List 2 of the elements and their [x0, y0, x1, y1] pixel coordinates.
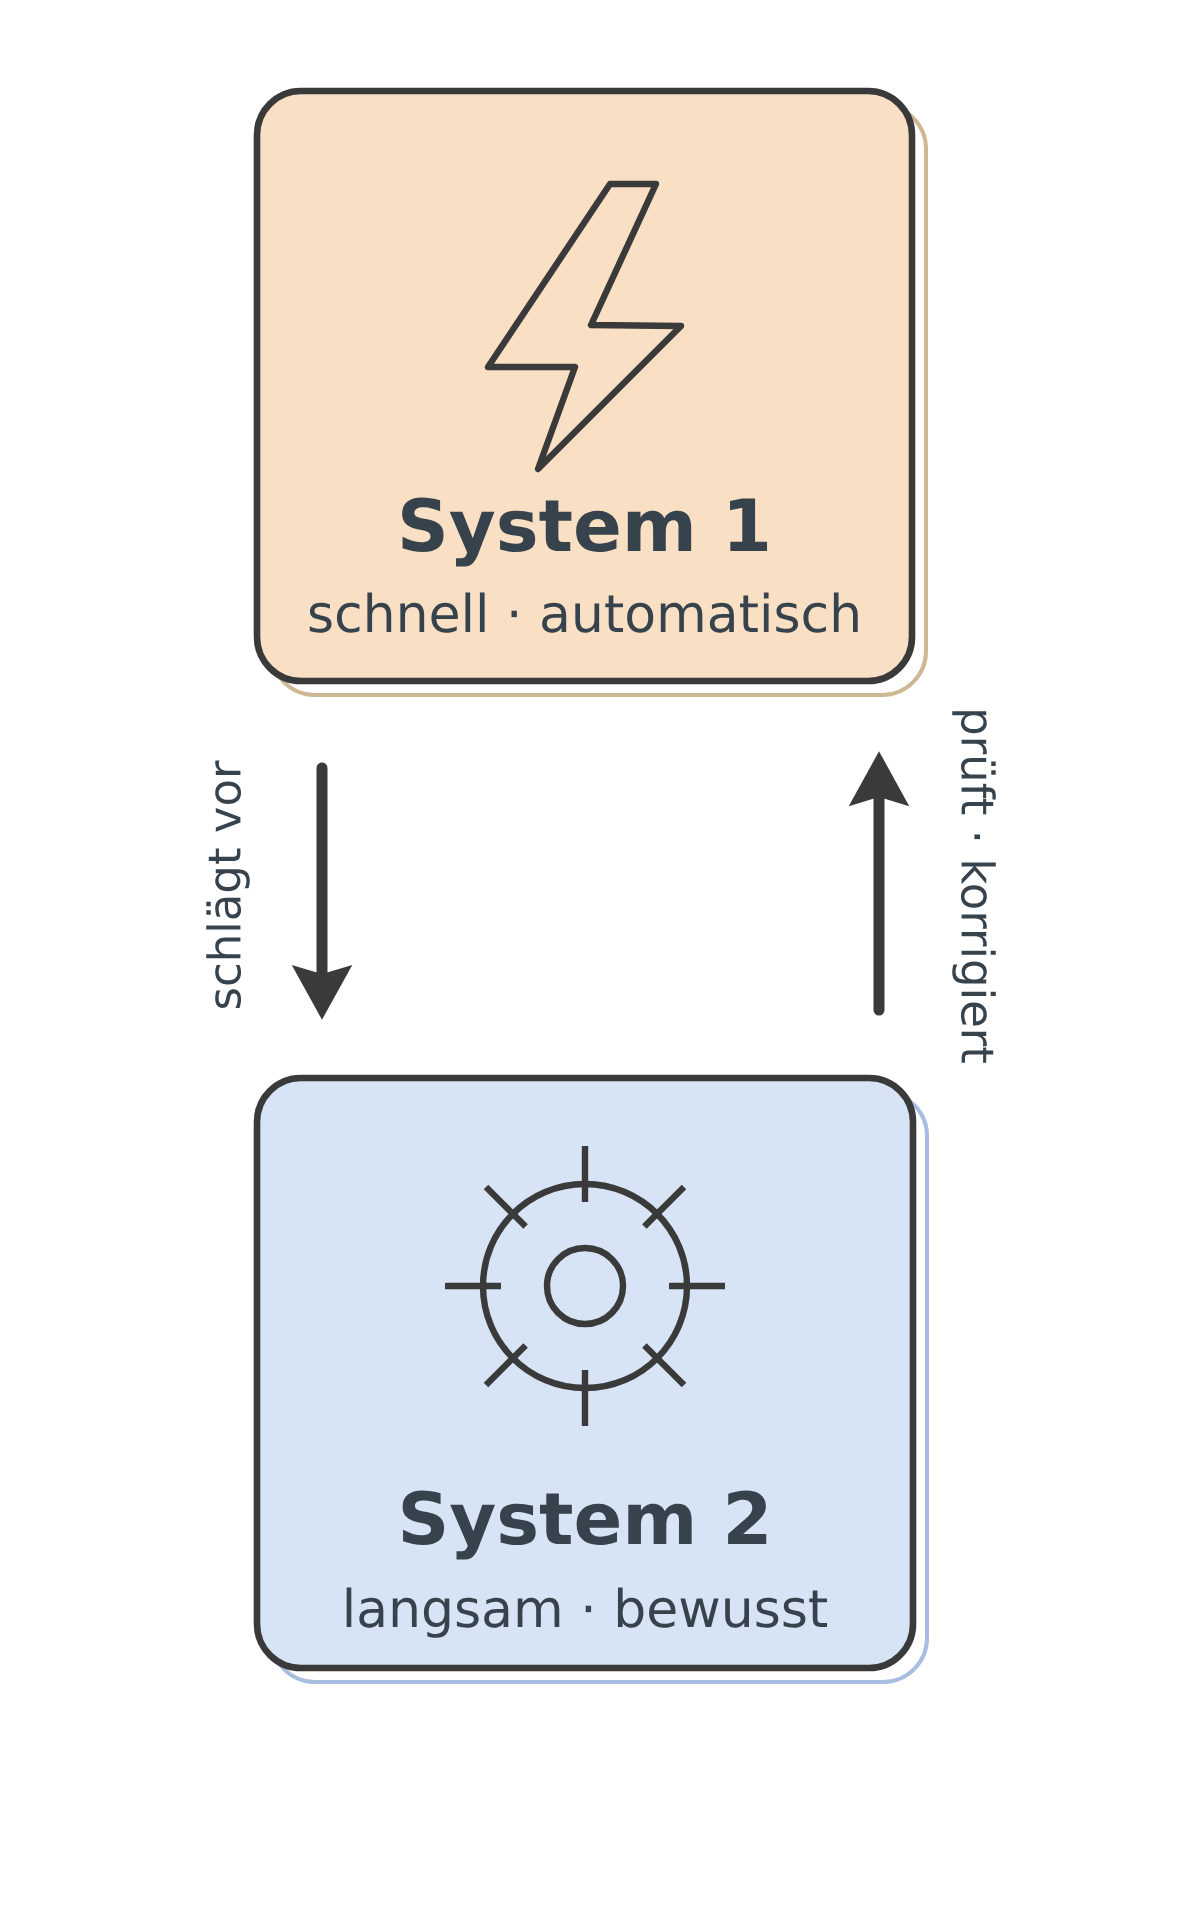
edge-label: prüft · korrigiert [952, 711, 996, 1063]
edge-label: schlägt vor [206, 760, 250, 1009]
